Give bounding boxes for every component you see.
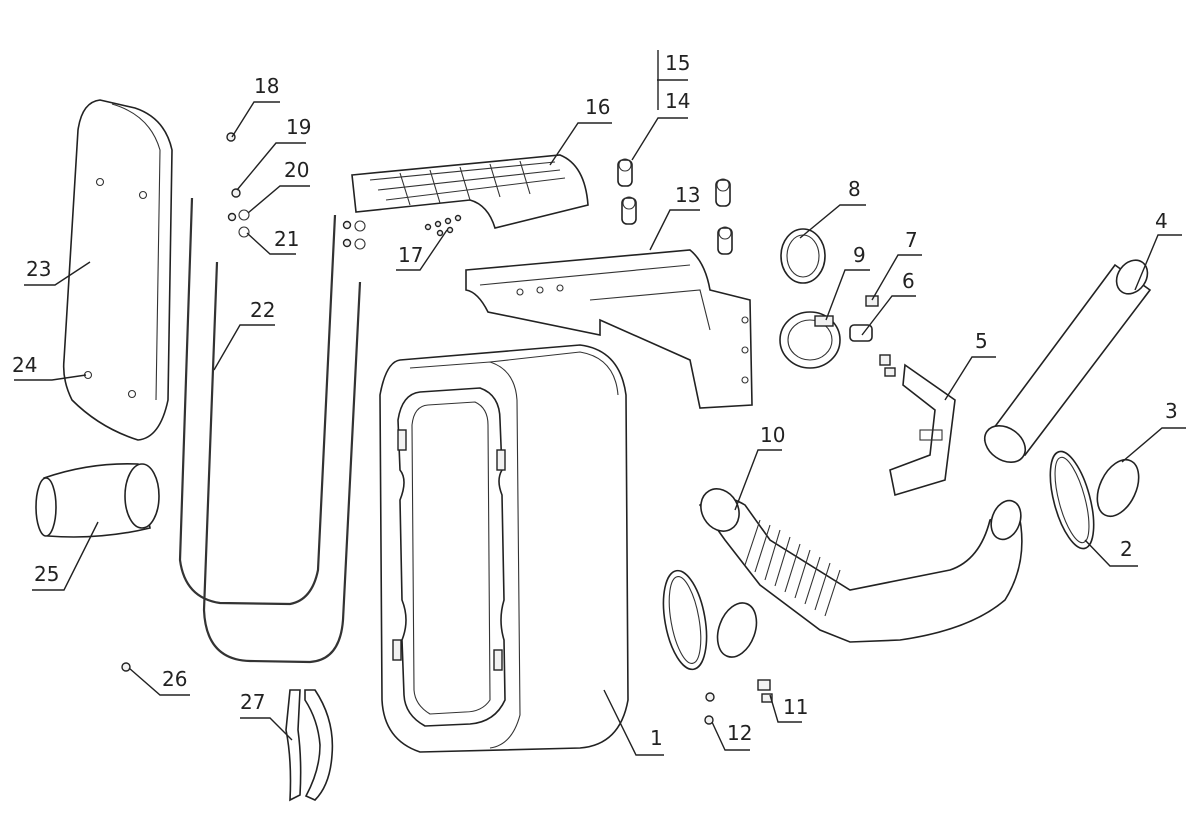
label-part-23: 23 [26, 257, 51, 281]
label-part-25: 25 [34, 562, 59, 586]
part-5-angle-bracket [889, 363, 956, 497]
label-part-20: 20 [284, 158, 309, 182]
part-4-long-pipe [983, 259, 1152, 463]
label-part-17: 17 [398, 243, 423, 267]
label-part-12: 12 [727, 721, 752, 745]
lower-clamp-and-ring [662, 569, 758, 671]
label-part-13: 13 [675, 183, 700, 207]
part-9-clamp [779, 311, 841, 369]
label-part-22: 22 [250, 298, 275, 322]
part-1-main-box [379, 344, 629, 753]
label-part-27: 27 [240, 690, 265, 714]
part-27-u-clamp [285, 689, 334, 802]
part-11-12-small [704, 679, 773, 725]
part-number-labels: 1 2 3 4 5 6 7 8 9 10 11 12 13 14 15 16 1… [12, 51, 1178, 750]
label-part-3: 3 [1165, 399, 1178, 423]
part-17-holes [424, 214, 462, 237]
label-part-21: 21 [274, 227, 299, 251]
label-part-2: 2 [1120, 537, 1133, 561]
label-part-1: 1 [650, 726, 663, 750]
label-part-11: 11 [783, 695, 808, 719]
label-part-18: 18 [254, 74, 279, 98]
part-16-top-cover [351, 154, 589, 229]
label-part-10: 10 [760, 423, 785, 447]
label-part-4: 4 [1155, 209, 1168, 233]
label-part-14: 14 [665, 89, 690, 113]
label-part-9: 9 [853, 243, 866, 267]
label-part-26: 26 [162, 667, 187, 691]
label-part-16: 16 [585, 95, 610, 119]
label-part-15: 15 [665, 51, 690, 75]
part-2-clamp-ring [1049, 450, 1095, 550]
label-part-6: 6 [902, 269, 915, 293]
label-part-19: 19 [286, 115, 311, 139]
part-3-ring [1096, 458, 1140, 518]
label-part-8: 8 [848, 177, 861, 201]
part-13-bracket [465, 249, 753, 409]
leader-lines [14, 50, 1186, 756]
part-25-tube [35, 462, 160, 538]
fasteners-18-21 [121, 132, 366, 672]
label-part-5: 5 [975, 329, 988, 353]
label-part-24: 24 [12, 353, 37, 377]
part-22-u-bands [178, 197, 362, 664]
part-23-side-panel [62, 99, 173, 441]
part-10-flex-pipe [698, 488, 1023, 643]
part-8-ring [780, 228, 826, 284]
part-6-7-small [849, 295, 896, 377]
label-part-7: 7 [905, 228, 918, 252]
part-14-15-bolts [617, 158, 733, 255]
